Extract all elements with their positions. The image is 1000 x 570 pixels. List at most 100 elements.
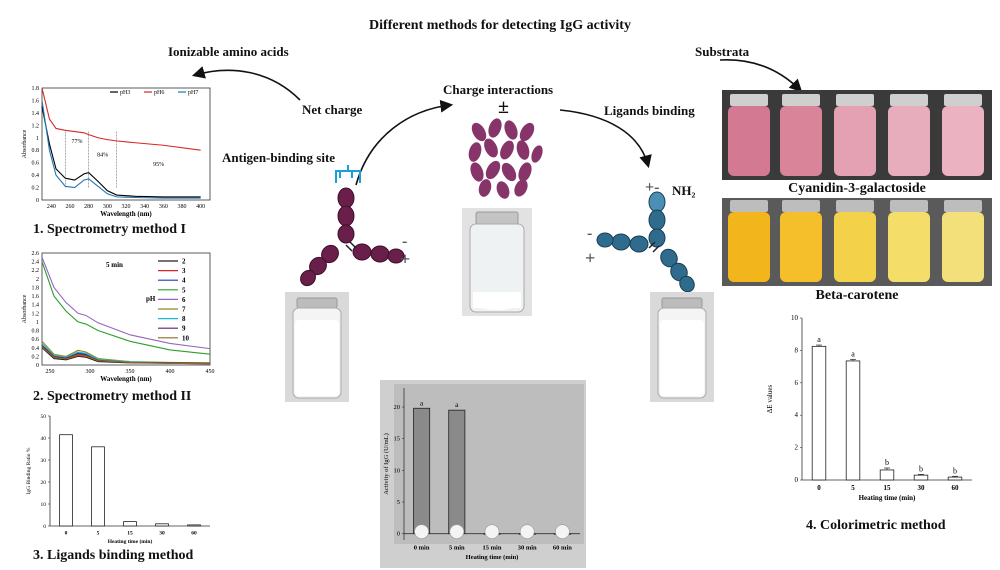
y-axis-label: Absorbance [22,294,28,323]
series-line [41,261,211,355]
svg-text:-: - [587,225,592,242]
y-tick-label: 10 [41,502,47,508]
significance-letter: a [851,349,855,358]
y-tick-label: 1.8 [32,285,40,291]
charge-interactions-label: Charge interactions [443,82,554,97]
y-tick-label: 0.2 [32,186,40,192]
x-tick-label: 60 min [553,545,572,552]
y-tick-label: 6 [795,379,799,387]
y-tick-label: 10 [791,314,799,322]
svg-text:+-: +- [645,180,659,196]
y-tick-label: 1.2 [32,123,40,129]
arrow-to-antigen [355,99,454,186]
x-tick-label: 300 [103,204,112,210]
antigen-site-bracket-icon [335,165,361,183]
x-tick-label: 60 [952,484,960,492]
x-tick-label: 240 [47,204,56,210]
legend-label: 9 [182,325,186,333]
x-tick-label: 300 [86,369,95,375]
y-tick-label: 50 [41,414,47,420]
beta-carotene-label: Beta-carotene [815,288,899,303]
x-axis-label: Wavelength (nm) [100,375,152,383]
y-tick-label: 0 [795,476,799,484]
y-tick-label: 1 [36,136,39,142]
caption-method-1: 1. Spectrometry method I [33,222,186,237]
arrow-to-ionizable [191,66,301,101]
x-tick-label: 15 [127,531,133,537]
significance-letter: b [885,458,889,467]
y-tick-label: 20 [41,480,47,486]
x-tick-label: 260 [66,204,75,210]
x-tick-label: 15 [884,484,892,492]
y-tick-label: 0.6 [32,337,40,343]
substrata-label: Substrata [695,44,750,59]
y-tick-label: 0 [43,524,46,530]
arrow-ligands [559,109,652,169]
bar [123,521,137,527]
x-tick-label: 30 [918,484,926,492]
y-tick-label: 0.8 [32,329,40,335]
significance-letter: b [953,466,957,475]
y-tick-label: 0 [397,531,400,538]
nh2-label: NH₂ [672,183,696,198]
bar [413,407,431,535]
well-marker [484,524,500,539]
legend-label: 10 [182,334,190,342]
x-tick-label: 0 [817,484,821,492]
bar [913,474,929,481]
vial-middle-image [462,208,532,316]
x-tick-label: 0 [65,531,68,537]
svg-text:+: + [400,249,410,269]
x-axis-label: Wavelength (nm) [100,210,152,218]
x-tick-label: 400 [166,369,175,375]
annotation-label: 77% [72,139,83,145]
y-tick-label: 1 [36,320,39,326]
y-tick-label: 1.4 [32,303,40,309]
x-tick-label: 280 [84,204,93,210]
y-axis-label: IgG Binding Ratio % [26,447,32,494]
well-marker [519,524,535,539]
antibody-purple-icon: - + [300,170,410,287]
series-line [41,100,201,199]
x-axis-label: Heating time (min) [466,554,519,561]
significance-letter: a [420,398,424,407]
bar [811,345,827,481]
caption-method-2: 2. Spectrometry method II [33,389,192,404]
bar [91,446,105,527]
x-tick-label: 340 [140,204,149,210]
legend-label: 5 [182,286,186,294]
x-tick-label: 30 min [518,545,537,552]
y-tick-label: 0 [36,363,39,369]
y-axis-label: Activity of IgG (U/mL) [383,433,390,495]
ligands-binding-label: Ligands binding [604,103,695,118]
x-tick-label: 360 [159,204,168,210]
well-marker [555,524,570,539]
caption-method-3: 3. Ligands binding method [33,548,194,563]
legend-label: pH3 [120,90,130,96]
x-tick-label: 5 min [449,545,465,552]
y-tick-label: 0.4 [32,173,40,179]
y-tick-label: 1.2 [32,311,40,317]
x-tick-label: 60 [191,531,197,537]
x-tick-label: 15 min [483,545,502,552]
y-tick-label: 1.4 [32,111,40,117]
legend-title: pH [146,295,156,303]
vial-left-image [285,292,349,402]
series-line [41,106,201,198]
significance-letter: a [817,335,821,344]
y-tick-label: 1.6 [32,98,40,104]
plus-minus-symbol: ± [498,96,509,118]
y-tick-label: 0.6 [32,161,40,167]
bar [947,476,963,481]
antibody-blue-icon: +- - + [585,180,695,293]
plot-frame [41,252,211,366]
aggregate-cluster-icon [468,118,543,199]
legend-label: pH6 [154,90,164,96]
legend-label: 2 [182,258,186,266]
figure-title: Different methods for detecting IgG acti… [369,18,631,33]
